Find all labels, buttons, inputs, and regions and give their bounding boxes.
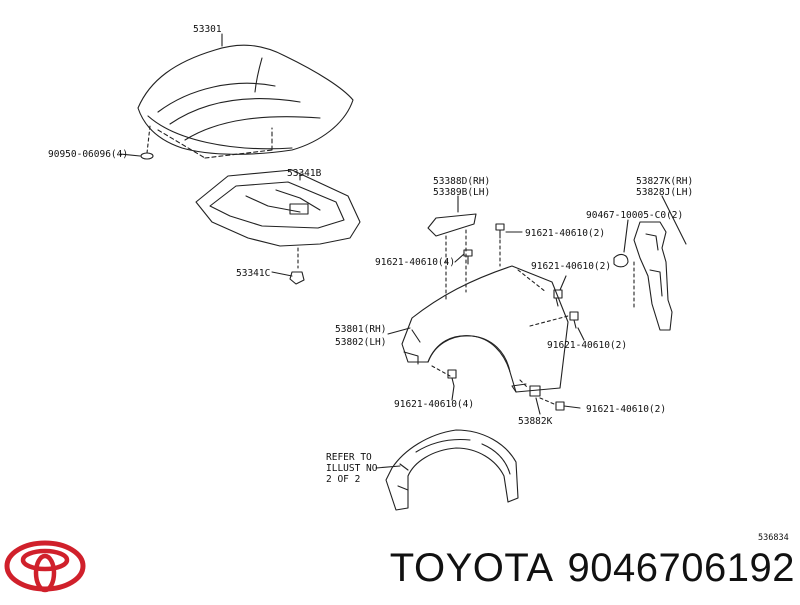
label-fender-seal-rh: 53388D(RH) [433, 176, 490, 187]
brand-name: TOYOTA [389, 545, 554, 590]
toyota-logo-icon [4, 540, 86, 593]
bolt-upper-right-icon [495, 223, 505, 239]
refer-note-line-1: REFER TO [326, 452, 372, 463]
label-bolt-d: 91621-40610(2) [547, 340, 627, 351]
refer-note-line-2: ILLUST NO [326, 463, 378, 474]
label-bolt-f: 91621-40610(2) [586, 404, 666, 415]
label-hood: 53301 [193, 24, 222, 35]
label-insulator-clip: 53341C [236, 268, 270, 279]
label-bolt-b: 91621-40610(4) [375, 257, 455, 268]
label-fender-bracket: 53882K [518, 416, 553, 427]
hood-drawing [137, 44, 354, 155]
bracket-clip-icon [613, 253, 629, 268]
fender-liner-drawing [385, 429, 519, 511]
insulator-clip-icon [289, 271, 305, 285]
fender-seal-drawing [427, 213, 477, 237]
bolt-fender-bottom-icon [447, 369, 457, 387]
label-bolt-e: 91621-40610(4) [394, 399, 474, 410]
hood-plug-icon [140, 152, 154, 160]
bolt-fender-top-icon [553, 289, 563, 307]
part-number: 9046706192 [567, 545, 795, 590]
label-hood-plug: 90950-06096(4) [48, 149, 128, 160]
fender-callout-line [387, 327, 411, 335]
bolt-lower-right-icon [555, 401, 581, 411]
label-fender-lh: 53802(LH) [335, 337, 386, 348]
label-fender-rh: 53801(RH) [335, 324, 386, 335]
label-bolt-c: 91621-40610(2) [531, 261, 611, 272]
label-bracket-clip: 90467-10005-C0(2) [586, 210, 683, 221]
label-hood-insulator: 53341B [287, 168, 322, 179]
diagram-code: 536834 [758, 533, 789, 543]
fender-bracket-clip-icon [529, 385, 541, 397]
fender-bracket-drawing [633, 221, 673, 331]
label-bolt-a: 91621-40610(2) [525, 228, 605, 239]
bolt-fender-side-icon [569, 311, 579, 329]
label-fender-seal-lh: 53389B(LH) [433, 187, 490, 198]
hood-leaders [157, 127, 273, 159]
hood-insulator-drawing [195, 169, 361, 247]
part-labels: 53301 90950-06096(4) 53341B 53341C 53388… [48, 24, 789, 543]
fender-drawing [401, 265, 569, 393]
label-bracket-rh: 53827K(RH) [636, 176, 693, 187]
brand-part-number-line: TOYOTA 9046706192 [300, 538, 795, 598]
refer-note-line-3: 2 OF 2 [326, 474, 360, 485]
label-bracket-lh: 53828J(LH) [636, 187, 693, 198]
bolt-upper-left-icon [463, 249, 473, 265]
